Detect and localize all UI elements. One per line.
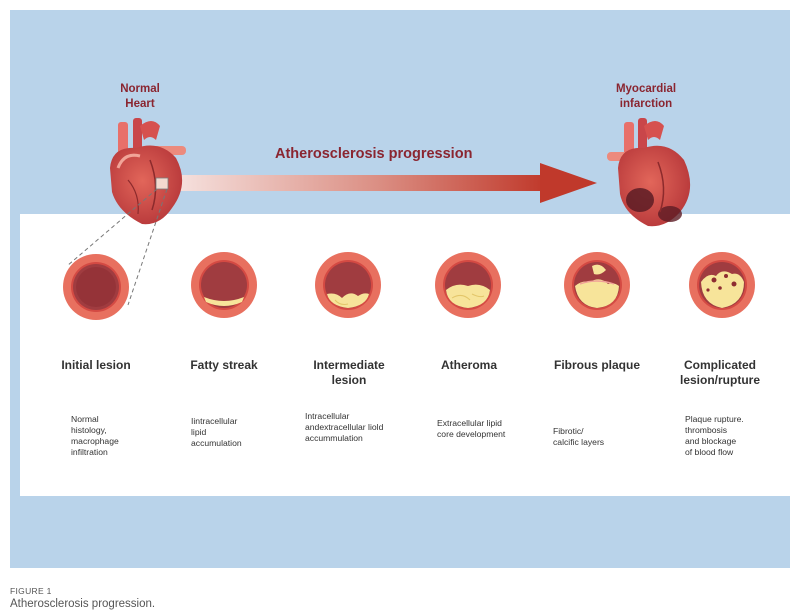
stage-title-complicated-lesion: Complicated lesion/rupture	[679, 358, 760, 387]
stage-title-intermediate-lesion: Intermediate lesion	[313, 358, 385, 387]
zoom-lines	[66, 188, 168, 306]
stage-desc-atheroma: Extracellular lipid core development	[437, 418, 506, 439]
stage-desc-complicated-lesion: Plaque rupture. thrombosis and blockage …	[685, 414, 744, 457]
stage-title-fibrous-plaque: Fibrous plaque	[553, 358, 640, 372]
stage-desc-intermediate-lesion: Intracellular andextracellular liold acc…	[305, 411, 384, 443]
stage-title-atheroma: Atheroma	[440, 358, 497, 372]
stage-title-initial-lesion: Initial lesion	[61, 358, 131, 372]
artery-complicated-lesion	[689, 252, 755, 318]
artery-initial-lesion	[63, 254, 129, 320]
infarcted-heart-icon	[607, 118, 691, 227]
figure-label: FIGURE 1	[10, 586, 52, 596]
artery-atheroma	[435, 252, 501, 318]
stage-desc-fatty-streak: Iintracellular lipid accumulation	[191, 416, 242, 448]
artery-fatty-streak	[191, 252, 257, 318]
myocardial-infarction-label: Myocardial infarction	[615, 83, 677, 110]
progression-arrow	[172, 163, 597, 203]
normal-heart-label: Normal Heart	[120, 83, 160, 110]
figure-caption: Atherosclerosis progression.	[10, 598, 156, 610]
artery-fibrous-plaque	[564, 252, 630, 318]
stages-panel	[20, 214, 790, 496]
stage-desc-fibrous-plaque: Fibrotic/ calcific layers	[553, 426, 605, 447]
stage-title-fatty-streak: Fatty streak	[190, 358, 258, 372]
stage-desc-initial-lesion: Normal histology, macrophage infiltratio…	[71, 414, 119, 457]
progression-label: Atherosclerosis progression	[275, 146, 473, 162]
artery-intermediate-lesion	[315, 252, 381, 318]
normal-heart-icon	[110, 118, 186, 225]
